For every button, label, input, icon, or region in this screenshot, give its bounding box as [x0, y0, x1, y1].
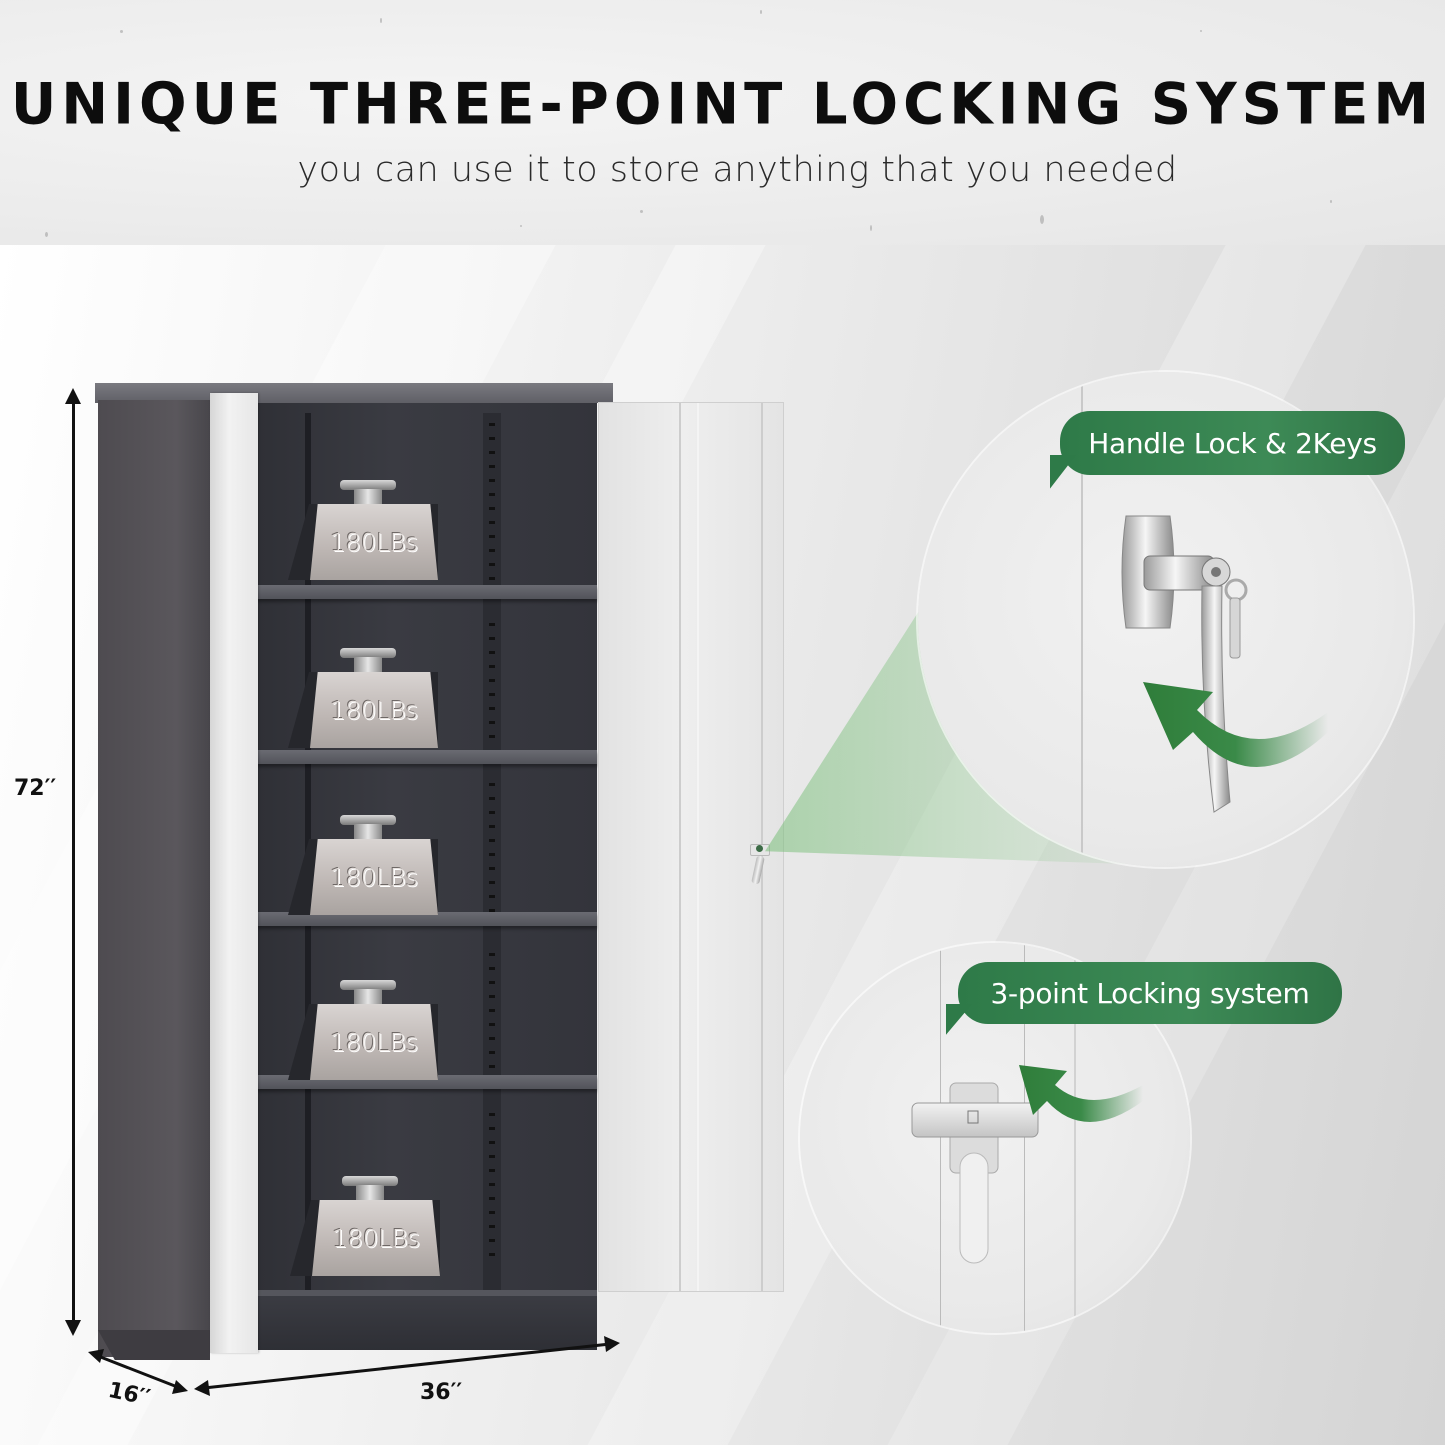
weight-label: 180LBs [329, 1027, 419, 1057]
handle-lock-callout: Handle Lock & 2Keys [1060, 411, 1405, 475]
height-dimension-line [72, 395, 75, 1330]
weight-label: 180LBs [329, 695, 419, 725]
height-label: 72′′ [14, 776, 57, 801]
arrow-up-icon [65, 388, 81, 404]
shelf-3 [257, 912, 597, 926]
shelf-2 [257, 750, 597, 764]
weight-label: 180LBs [329, 527, 419, 557]
callout-tail [1050, 455, 1076, 489]
cabinet-base [257, 1290, 597, 1350]
weight-3: 180LBs [288, 815, 438, 915]
shelf-1 [257, 585, 597, 599]
green-arrow-icon [1143, 682, 1328, 767]
header-banner [0, 0, 1445, 245]
callout-label: 3-point Locking system [990, 976, 1310, 1010]
weight-1: 180LBs [288, 480, 438, 580]
cabinet-side-base [98, 1330, 210, 1360]
door-handle-icon [748, 840, 770, 890]
three-point-lock-callout: 3-point Locking system [958, 962, 1342, 1024]
latch-icon [911, 1082, 1039, 1264]
weight-2: 180LBs [288, 648, 438, 748]
weight-5: 180LBs [290, 1176, 440, 1276]
callout-tail [946, 1004, 972, 1035]
width-depth-dimension-lines [88, 1336, 620, 1396]
weight-label: 180LBs [331, 1223, 421, 1253]
page-subtitle: you can use it to store anything that yo… [297, 150, 1178, 190]
arrow-down-icon [65, 1320, 81, 1336]
weight-label: 180LBs [329, 862, 419, 892]
handle-lock-detail [918, 372, 1413, 867]
callout-label: Handle Lock & 2Keys [1088, 426, 1377, 460]
green-arrow-icon [1019, 1065, 1143, 1122]
weight-4: 180LBs [288, 980, 438, 1080]
page-title: UNIQUE THREE-POINT LOCKING SYSTEM [10, 71, 1435, 138]
left-door [210, 393, 258, 1353]
cabinet-side [98, 400, 210, 1357]
width-label: 36′′ [420, 1380, 463, 1405]
